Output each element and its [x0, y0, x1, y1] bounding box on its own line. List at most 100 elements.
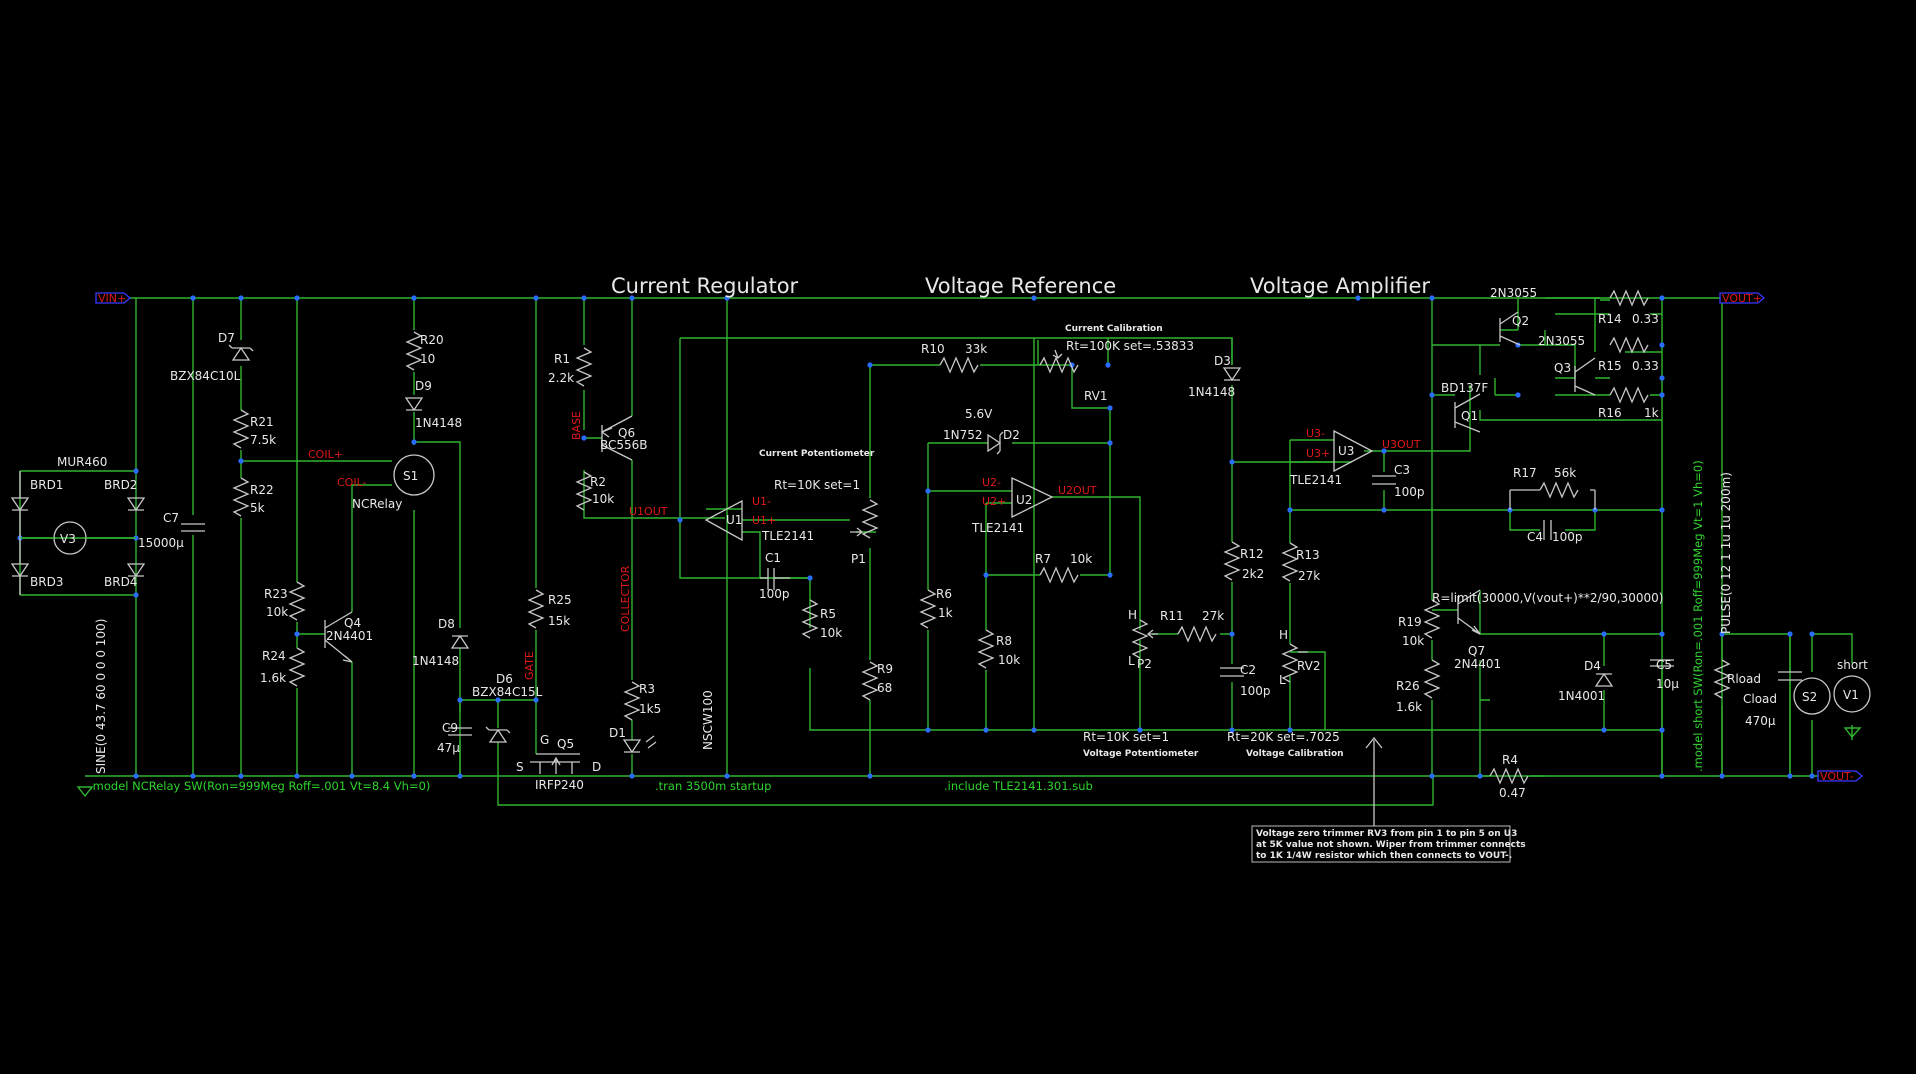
capacitor-c9	[448, 727, 472, 736]
current-cal-title: Current Calibration	[1065, 324, 1163, 334]
potentiometer-rv2	[1281, 643, 1308, 683]
d2-voltage: 5.6V	[965, 407, 993, 421]
port-vout-plus-label: VOUT+	[1722, 292, 1762, 305]
rv2-l: L	[1279, 673, 1286, 687]
r22-value: 5k	[250, 501, 265, 515]
r20-value: 10	[420, 352, 435, 366]
q4-value: 2N4401	[326, 629, 373, 643]
q6-value: BC556B	[600, 438, 648, 452]
switch-s1	[393, 454, 435, 496]
rv2-rt: Rt=20K set=.7025	[1227, 730, 1340, 744]
transistor-q6	[600, 415, 633, 461]
d9-value: 1N4148	[415, 416, 462, 430]
c2-value: 100p	[1240, 684, 1271, 698]
p1-label: P1	[851, 552, 866, 566]
c5-value: 10µ	[1656, 677, 1679, 691]
q3-label: Q3	[1554, 361, 1571, 375]
net-u2-minus: U2-	[982, 476, 1001, 489]
r19-value: 10k	[1402, 634, 1424, 648]
brd4-label: BRD4	[104, 575, 137, 589]
directive-tran: .tran 3500m startup	[655, 779, 771, 793]
r26-value: 1.6k	[1396, 700, 1422, 714]
rlimit-expression: R=limit(30000,V(vout+)**2/90,30000)	[1432, 591, 1663, 605]
r10-value: 33k	[965, 342, 987, 356]
net-collector: COLLECTOR	[619, 565, 632, 632]
q2-label: Q2	[1512, 314, 1529, 328]
r16-value: 1k	[1644, 406, 1659, 420]
resistor-r2	[575, 471, 593, 511]
port-vin-plus	[95, 292, 132, 304]
c3-label: C3	[1394, 463, 1410, 477]
diode-brd1	[10, 471, 30, 538]
capacitor-c4	[1543, 520, 1552, 540]
diode-d3	[1222, 367, 1242, 382]
r2-label: R2	[590, 475, 606, 489]
q5-value: IRFP240	[535, 778, 584, 792]
u2-label: U2	[1016, 493, 1032, 507]
rv2-label: RV2	[1297, 659, 1321, 673]
directive-short-model: .model short SW(Ron=.001 Roff=999Meg Vt=…	[1691, 460, 1705, 772]
rv2-h: H	[1279, 628, 1288, 642]
r23-label: R23	[264, 587, 288, 601]
transistor-q3	[1574, 357, 1596, 396]
resistor-r21	[232, 409, 250, 449]
net-u1-plus: U1+	[752, 514, 776, 527]
resistor-r17	[1509, 481, 1596, 510]
q5-pin-g: G	[540, 733, 549, 747]
net-u1-minus: U1-	[752, 495, 771, 508]
c2-label: C2	[1240, 663, 1256, 677]
r23-value: 10k	[266, 605, 288, 619]
r8-label: R8	[996, 634, 1012, 648]
c1-value: 100p	[759, 587, 790, 601]
r12-label: R12	[1240, 547, 1264, 561]
rv1-rt: Rt=100K set=.53833	[1066, 339, 1194, 353]
net-u3-minus: U3-	[1306, 427, 1325, 440]
r3-value: 1k5	[639, 702, 661, 716]
d2-label: D2	[1003, 428, 1020, 442]
r26-label: R26	[1396, 679, 1420, 693]
p2-h: H	[1128, 608, 1137, 622]
q5-label: Q5	[557, 737, 574, 751]
v3-label: V3	[60, 532, 76, 546]
r21-value: 7.5k	[250, 433, 276, 447]
directive-relay-model: .model NCRelay SW(Ron=999Meg Roff=.001 V…	[89, 779, 430, 793]
d2-value: 1N752	[943, 428, 983, 442]
d1-label: D1	[609, 726, 626, 740]
capacitor-c2	[1220, 667, 1244, 677]
r7-value: 10k	[1070, 552, 1092, 566]
net-coil-minus: COIL-	[337, 476, 367, 489]
r22-label: R22	[250, 483, 274, 497]
r12-value: 2k2	[1242, 567, 1264, 581]
net-u2-plus: U2+	[982, 495, 1006, 508]
r2-value: 10k	[592, 492, 614, 506]
r20-label: R20	[420, 333, 444, 347]
r9-value: 68	[877, 681, 892, 695]
directive-pulse: PULSE(0 12 1 1u 1u 200m)	[1719, 472, 1733, 634]
bridge-label: MUR460	[57, 455, 107, 469]
r6-label: R6	[936, 587, 952, 601]
labels: Current Regulator Voltage Reference Volt…	[30, 274, 1868, 861]
junctions	[17, 295, 1815, 779]
r13-label: R13	[1296, 548, 1320, 562]
q3-value: 2N3055	[1538, 334, 1585, 348]
cload-label: Cload	[1743, 692, 1777, 706]
heading-current-regulator: Current Regulator	[611, 274, 799, 298]
r10-label: R10	[921, 342, 945, 356]
d6-label: D6	[496, 672, 513, 686]
r21-label: R21	[250, 415, 274, 429]
resistor-r23	[288, 581, 306, 621]
u3-value: TLE2141	[1289, 473, 1342, 487]
d7-value: BZX84C10L	[170, 369, 241, 383]
resistor-r13	[1281, 542, 1299, 582]
net-gate: GATE	[523, 651, 536, 680]
transistor-q4	[324, 611, 353, 663]
q7-value: 2N4401	[1454, 657, 1501, 671]
port-vout-minus	[1817, 770, 1864, 782]
net-base: BASE	[570, 411, 583, 440]
r25-value: 15k	[548, 614, 570, 628]
resistor-r20	[405, 331, 423, 371]
net-u2out: U2OUT	[1058, 484, 1097, 497]
c7-value: 15000µ	[138, 536, 184, 550]
resistor-r24	[288, 647, 306, 687]
d8-value: 1N4148	[412, 654, 459, 668]
